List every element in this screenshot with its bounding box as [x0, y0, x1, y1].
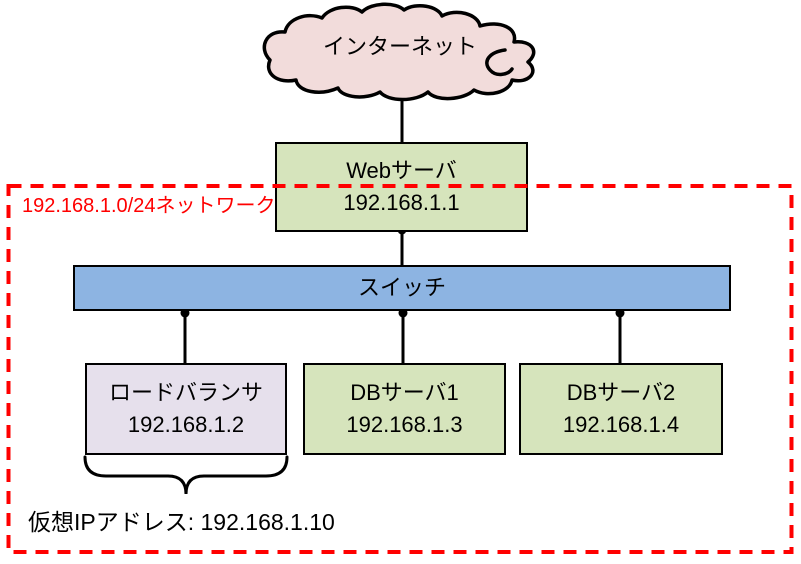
db-server-2-name: DBサーバ2 — [566, 380, 676, 405]
virtual-ip-label: 仮想IPアドレス: 192.168.1.10 — [28, 509, 335, 535]
load-balancer-node: ロードバランサ 192.168.1.2 — [85, 363, 287, 455]
web-server-node: Webサーバ 192.168.1.1 — [275, 142, 528, 232]
web-server-name: Webサーバ — [346, 158, 457, 183]
internet-label: インターネット — [322, 34, 477, 59]
virtual-ip-brace — [83, 455, 289, 495]
db-server-2-node: DBサーバ2 192.168.1.4 — [519, 363, 723, 455]
db-server-1-ip: 192.168.1.3 — [346, 412, 463, 437]
switch-node: スイッチ — [73, 265, 731, 311]
load-balancer-ip: 192.168.1.2 — [127, 412, 245, 437]
internet-cloud-shape — [262, 2, 536, 102]
load-balancer-name: ロードバランサ — [108, 380, 263, 405]
db-server-1-node: DBサーバ1 192.168.1.3 — [303, 363, 506, 455]
network-boundary-label: 192.168.1.0/24ネットワーク — [22, 195, 276, 217]
web-server-ip: 192.168.1.1 — [343, 190, 460, 215]
db-server-2-ip: 192.168.1.4 — [562, 412, 680, 437]
db-server-1-name: DBサーバ1 — [350, 380, 459, 405]
cloud-outline — [262, 2, 536, 102]
switch-label: スイッチ — [357, 275, 446, 300]
cloud-inner-curl — [485, 48, 514, 77]
